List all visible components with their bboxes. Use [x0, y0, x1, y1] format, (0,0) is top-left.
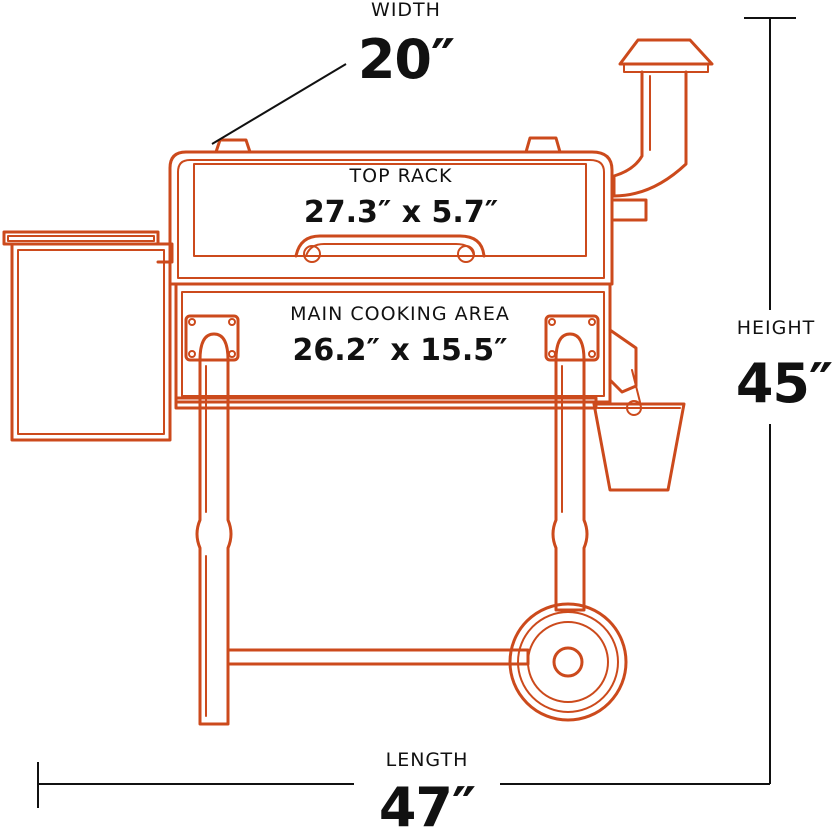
width-value: 20″: [358, 28, 454, 91]
wheel: [508, 602, 628, 722]
length-label: LENGTH: [386, 749, 469, 771]
smokestack: [612, 38, 714, 222]
pellet-hopper: [2, 230, 174, 442]
top-rack-value: 27.3″ x 5.7″: [304, 195, 498, 230]
grease-bucket: [592, 400, 686, 492]
main-cooking-area-value: 26.2″ x 15.5″: [292, 333, 507, 368]
height-label: HEIGHT: [737, 317, 816, 339]
main-cooking-area-label: MAIN COOKING AREA: [290, 303, 510, 325]
height-value: 45″: [736, 352, 832, 415]
width-leader-line: [211, 63, 347, 145]
dimension-lines: [37, 17, 796, 808]
grill-illustration: [2, 38, 714, 726]
grill-lid: [168, 136, 614, 286]
top-rack-label: TOP RACK: [349, 165, 453, 187]
main-barrel: [174, 282, 641, 404]
grill-legs: [174, 332, 598, 726]
width-label: WIDTH: [371, 0, 441, 21]
length-value: 47″: [379, 776, 475, 831]
